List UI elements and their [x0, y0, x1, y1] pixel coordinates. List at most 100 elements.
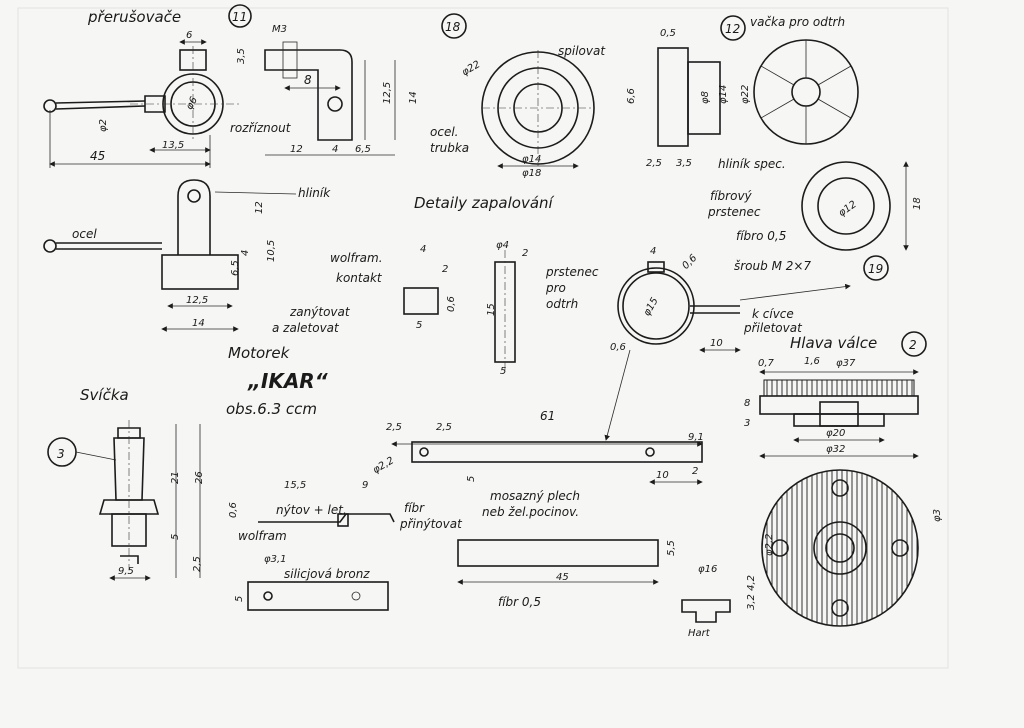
label-file: spilovat	[558, 44, 606, 58]
dim-8b: 8	[744, 398, 750, 409]
part-spring-contact: 15,5 9 nýtov + let. 0,6 fíbr přinýtovat …	[228, 480, 463, 611]
part-11-breaker-lever: přerušovače 11 φ6 6 rozříznout 45 13,5 φ…	[43, 4, 292, 168]
dim-12-5: 12,5	[382, 82, 393, 104]
dim-10b: 10	[656, 470, 669, 481]
part-brass-lever: 61 2,5 2,5 φ2,2 5 10 9,1 2 mosazný plech…	[371, 409, 704, 519]
dim-21: 21	[170, 471, 181, 484]
label-fibre-short: fíbr	[404, 501, 425, 515]
dim-phi22: φ22	[460, 59, 482, 78]
dim-phi3: φ3	[932, 509, 943, 522]
sheet-title: Detaily zapalování	[414, 194, 555, 212]
dim-5c: 5	[170, 534, 181, 540]
label-silicon-bronze: silicjová bronz	[284, 567, 370, 581]
cylinder-head-top-view	[761, 469, 919, 627]
part-fibre-strip: 45 5,5 fíbr 0,5	[457, 539, 677, 609]
part-2-cylinder-head: Hlava válce 2 0,7 1,6 φ37 8 3 φ20 φ32 φ2…	[744, 331, 943, 627]
dim-4: 4	[332, 144, 338, 155]
dim-12b: 12	[254, 201, 265, 214]
label-cylinder-head: Hlava válce	[790, 334, 877, 352]
dim-15-5: 15,5	[284, 480, 306, 491]
dim-5-5: 5,5	[666, 540, 677, 556]
dim-14: 14	[408, 91, 419, 104]
dim-phi3-1: φ3,1	[264, 554, 287, 565]
part-small-bush: φ16 3,2 4,2 Hart	[681, 564, 757, 639]
part-number-11: 11	[232, 10, 247, 24]
dim-phi14b: φ14	[718, 85, 729, 104]
part-number-19: 19	[868, 262, 883, 276]
label-fibre-half: fíbr 0,5	[498, 595, 541, 609]
dim-0-5: 0,5	[660, 28, 676, 39]
dim-phi2: φ2	[98, 119, 109, 132]
dim-12: 12	[290, 144, 303, 155]
part-aluminium-arm: hliník ocel 12 6,5 4 10,5 12,5 14	[43, 179, 331, 332]
dim-1-6: 1,6	[804, 356, 820, 367]
dim-2-5c: 2,5	[386, 422, 402, 433]
label-hard: Hart	[688, 628, 711, 639]
part-number-18: 18	[445, 20, 461, 34]
dim-phi12: φ12	[837, 199, 859, 219]
dim-2c: 2	[692, 466, 698, 477]
dim-9-1: 9,1	[688, 432, 704, 443]
dim-phi2-2: φ2,2	[371, 455, 396, 476]
dim-0-6b: 0,6	[680, 253, 699, 272]
label-rivet-on: přinýtovat	[399, 517, 463, 531]
dim-5: 5	[416, 320, 422, 331]
dim-3-5: 3,5	[236, 48, 247, 64]
dim-phi20: φ20	[826, 428, 845, 439]
engine-name-line1: Motorek	[228, 344, 291, 362]
dim-26: 26	[194, 471, 205, 484]
engine-displacement: obs.6.3 ccm	[226, 400, 317, 418]
dim-0-6: 0,6	[446, 296, 457, 312]
part-steel-tube: spilovat φ22 ocel. trubka φ14 φ18	[430, 44, 606, 179]
label-special-aluminium: hliník spec.	[718, 157, 786, 171]
dim-45b: 45	[556, 572, 569, 583]
part-number-3: 3	[57, 447, 65, 461]
label-ring-breaker-1: prstenec	[545, 265, 599, 279]
part-18-bracket: 18 M3 3,5 8 12,5 14 12 4 6,5	[236, 13, 467, 156]
cooling-fins	[763, 379, 915, 397]
part-pin: φ4 2 15 5	[486, 240, 528, 377]
dim-phi6: φ6	[184, 95, 200, 112]
dim-6-5: 6,5	[355, 144, 371, 155]
dim-9: 9	[362, 480, 368, 491]
part-number-11-balloon	[228, 4, 252, 28]
part-fibre-ring: fíbrový prstenec fíbro 0,5 φ12 18	[707, 161, 923, 251]
label-aluminium-top: hliník	[298, 186, 331, 200]
dim-6-6: 6,6	[626, 88, 637, 104]
bracket-outline	[264, 49, 353, 141]
fibre-strip-outline	[457, 539, 659, 567]
dim-10-5: 10,5	[266, 240, 277, 262]
label-fibre-ring-2: prstenec	[707, 205, 761, 219]
dim-2: 2	[442, 264, 448, 275]
label-fibre-ring-1: fíbrový	[710, 189, 753, 203]
dim-phi32: φ32	[826, 444, 845, 455]
dim-5d: 5	[466, 476, 477, 482]
dim-15: 15	[486, 303, 497, 316]
sheet-border	[17, 7, 949, 669]
part-3-spark-plug: Svíčka 3 21 26 5 2,5 9,5	[47, 386, 205, 581]
dim-phi14: φ14	[522, 154, 541, 165]
dim-phi37: φ37	[836, 358, 856, 369]
label-screw: šroub M 2×7	[734, 259, 811, 273]
dim-phi4: φ4	[496, 240, 509, 251]
part-number-12: 12	[725, 22, 740, 36]
label-ring-breaker-2: pro	[545, 281, 566, 295]
dim-10: 10	[710, 338, 723, 349]
dim-18: 18	[912, 197, 923, 210]
label-tungsten: wolfram	[238, 529, 287, 543]
label-rivet-solder-1: zanýtovat	[289, 305, 351, 319]
dim-9-5: 9,5	[118, 566, 134, 577]
label-cut: rozříznout	[230, 121, 292, 135]
dim-2b: 2	[522, 248, 528, 259]
dim-14b: 14	[192, 318, 205, 329]
dim-6-5b: 6,5	[230, 260, 241, 276]
dim-4b: 4	[240, 250, 251, 256]
label-ring-breaker-3: odtrh	[546, 297, 578, 311]
dim-phi8: φ8	[700, 91, 711, 104]
dim-4c: 4	[420, 244, 426, 255]
label-cam: vačka pro odtrh	[750, 15, 845, 29]
part-number-18-balloon	[441, 13, 467, 39]
label-tungsten-contact-1: wolfram.	[330, 251, 383, 265]
part-number-19-balloon	[863, 255, 889, 281]
